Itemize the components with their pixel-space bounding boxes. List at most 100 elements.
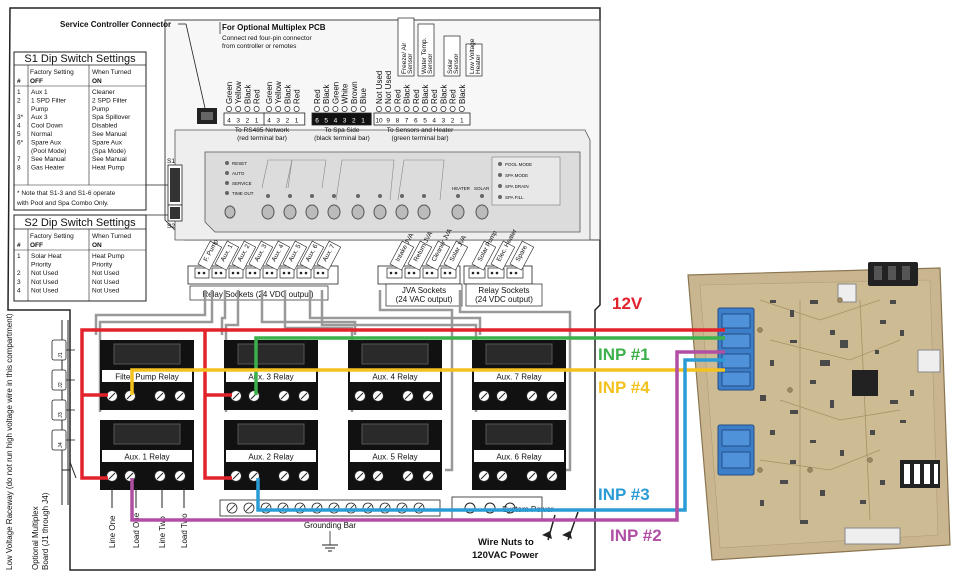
mode-led-label: SPA DRAIN [505, 184, 529, 189]
terminal-screw [385, 106, 392, 112]
dip-row-on: See Manual [92, 131, 127, 138]
multiplex-desc-1: Connect red four-pin connector [222, 35, 312, 42]
s2-col-num: # [17, 242, 21, 249]
reset-button[interactable] [224, 205, 236, 219]
terminal-wire-label: White [341, 83, 350, 104]
terminal-wire-label: Black [283, 83, 292, 104]
dip-row-on: (Spa Mode) [92, 148, 126, 155]
socket[interactable] [194, 267, 210, 279]
relay: Filter Pump Relay [100, 340, 194, 410]
pcb-component [770, 300, 776, 303]
socket-pin [394, 271, 398, 275]
pcb-via [867, 457, 873, 463]
relay2-caption-1: Relay Sockets [478, 286, 529, 295]
terminal-number: 3 [442, 118, 446, 125]
relay-terminal-slot [232, 472, 240, 480]
terminal-wire-label: Black [243, 83, 252, 104]
relay-label-strip [102, 450, 192, 462]
relay-label-strip [226, 450, 316, 462]
dip-row-num: 4 [17, 287, 21, 294]
s2-label: S2 [167, 223, 175, 230]
dip-row-on: Pump [92, 106, 109, 113]
pcb-component [790, 340, 797, 343]
relay-coil [485, 423, 553, 445]
socket[interactable] [440, 267, 457, 279]
socket-tag [197, 240, 223, 271]
aux-button[interactable] [305, 204, 319, 220]
dip-switch-s1[interactable]: S1 [167, 158, 183, 206]
terminal-wire-label: Green [265, 82, 274, 104]
heater-label: HEATER [452, 186, 471, 191]
socket[interactable] [211, 267, 227, 279]
terminal-screw [458, 106, 465, 112]
wire-inp1 [254, 336, 725, 395]
relay-terminal-slot [108, 392, 116, 400]
socket-pin [495, 271, 499, 275]
terminal-screw [350, 106, 357, 112]
relay: Aux. 2 Relay [224, 420, 318, 490]
socket[interactable] [245, 267, 261, 279]
multiplex-board-label-2: Board (J1 through J4) [41, 492, 50, 570]
socket[interactable] [404, 267, 421, 279]
s1-note-1: * Note that S1-3 and S1-6 operate [17, 190, 116, 197]
relay-terminal-slot [176, 472, 184, 480]
pcb-via [807, 467, 813, 473]
panel-group-outline [335, 159, 395, 201]
socket[interactable] [228, 267, 244, 279]
dip-row-num: 5 [17, 131, 21, 138]
relay: Aux. 5 Relay [348, 420, 442, 490]
terminal-number: 6 [414, 118, 418, 125]
dip-switch-s2[interactable]: S2 [167, 204, 183, 230]
aux-button[interactable] [373, 204, 387, 220]
socket[interactable] [422, 267, 439, 279]
mode-led [498, 195, 502, 199]
j-connector-label: J4 [58, 442, 64, 448]
socket[interactable] [313, 267, 329, 279]
jva-caption-1: JVA Sockets [402, 286, 446, 295]
relay-terminal-slot [300, 472, 308, 480]
socket-pin [282, 271, 286, 275]
relay-terminal-slot [300, 392, 308, 400]
pcb-component [880, 320, 886, 324]
relay-terminal-slot [528, 392, 536, 400]
aux-button[interactable] [475, 204, 489, 220]
terminal-wire-label: Blue [359, 87, 368, 104]
terminal-screw [314, 106, 320, 112]
terminal-number: 2 [286, 118, 290, 125]
socket-tag [316, 240, 342, 271]
relay-terminal-slot [108, 472, 116, 480]
aux-button[interactable] [283, 204, 297, 220]
socket[interactable] [279, 267, 295, 279]
socket-pin [304, 271, 308, 275]
socket[interactable] [296, 267, 312, 279]
terminal-screw [431, 106, 438, 112]
aux-button[interactable] [261, 204, 275, 220]
multiplex-desc-2: from controller or remotes [222, 43, 297, 50]
aux-button[interactable] [395, 204, 409, 220]
aux-button[interactable] [417, 204, 431, 220]
socket[interactable] [386, 267, 403, 279]
sensor-group-label: Sensor [407, 53, 414, 74]
sensor-group-label: Freeze/ Air [401, 42, 408, 74]
pcb-component [810, 300, 818, 304]
dip-row-num: 6* [17, 139, 24, 146]
relay-terminal-slot [356, 472, 364, 480]
terminal-number: 4 [267, 118, 271, 125]
dip-row-num: 4 [17, 123, 21, 130]
terminal-wire-label: Red [412, 89, 421, 104]
s1-col-factory-2: OFF [30, 78, 43, 85]
aux-led [266, 194, 270, 198]
pcb-component [840, 340, 848, 348]
aux-button[interactable] [451, 204, 465, 220]
socket-pin [219, 271, 223, 275]
relay-label: Aux. 2 Relay [248, 453, 293, 462]
aux-button[interactable] [327, 204, 341, 220]
aux-button[interactable] [351, 204, 365, 220]
terminal-number: 4 [334, 118, 338, 125]
socket[interactable] [262, 267, 278, 279]
aux-led [480, 194, 484, 198]
